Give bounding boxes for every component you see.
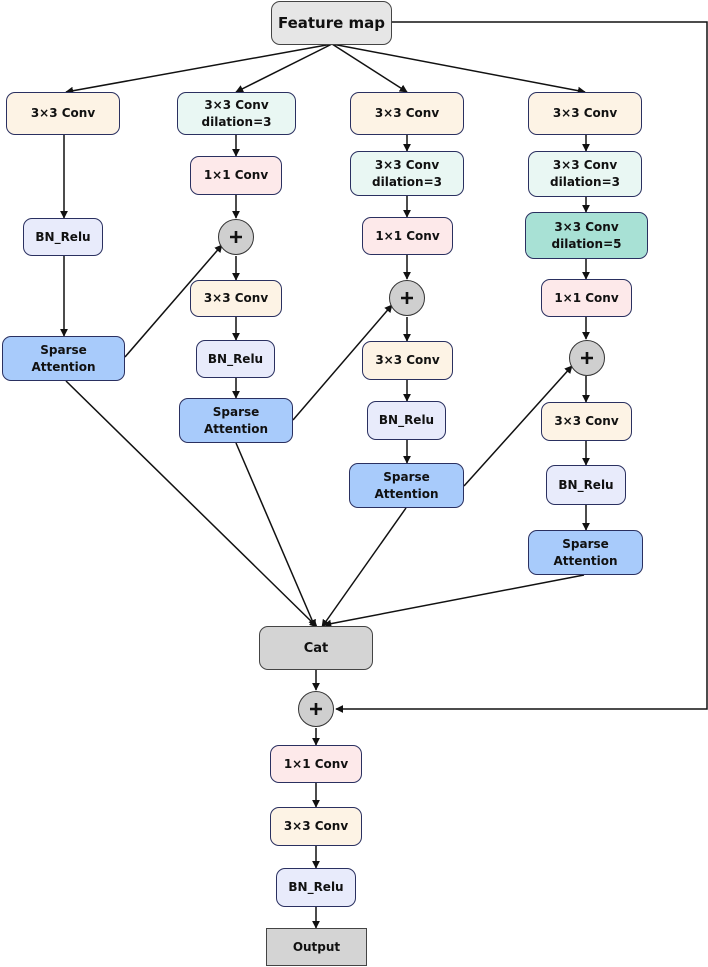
branch2-attention-label: Attention bbox=[203, 421, 269, 436]
branch4-bn-relu-node: BN_Relu bbox=[546, 465, 626, 505]
output-node: Output bbox=[266, 928, 367, 966]
branch4-bn-relu-label: BN_Relu bbox=[558, 477, 614, 492]
branch3-bn-relu-node: BN_Relu bbox=[367, 401, 446, 440]
branch2-dil3-conv-label: 3×3 Conv bbox=[204, 97, 269, 112]
branch4-conv1x1-label: 1×1 Conv bbox=[554, 290, 619, 305]
branch2-conv1x1-node: 1×1 Conv bbox=[190, 156, 282, 195]
branch3-conv3x3-dilation3-node: 3×3 Conv dilation=3 bbox=[350, 151, 464, 196]
branch4-dil5-dilation-label: dilation=5 bbox=[551, 236, 622, 251]
branch4-conv1x1-node: 1×1 Conv bbox=[541, 279, 632, 317]
branch1-bn-relu-label: BN_Relu bbox=[35, 229, 91, 244]
branch3-conv3x3-node: 3×3 Conv bbox=[350, 92, 464, 135]
branch4-conv3x3-dilation3-node: 3×3 Conv dilation=3 bbox=[528, 151, 642, 197]
branch2-bn-relu-label: BN_Relu bbox=[207, 351, 264, 366]
output-label: Output bbox=[292, 939, 341, 954]
cat-label: Cat bbox=[303, 640, 329, 656]
branch4-conv3x3-dilation5-node: 3×3 Conv dilation=5 bbox=[525, 212, 648, 259]
branch2-conv3x3-label: 3×3 Conv bbox=[203, 291, 269, 305]
feature-map-node: Feature map bbox=[271, 1, 392, 45]
branch4-add-node bbox=[569, 340, 605, 376]
branch2-conv3x3-dilation3-node: 3×3 Conv dilation=3 bbox=[177, 92, 296, 135]
branch4-conv3x3-node-b: 3×3 Conv bbox=[541, 402, 632, 441]
branch3-conv1x1-node: 1×1 Conv bbox=[362, 217, 453, 255]
branch3-attention-label: Attention bbox=[374, 486, 439, 501]
branch1-attention-label: Attention bbox=[31, 359, 96, 374]
branch1-conv3x3-node: 3×3 Conv bbox=[6, 92, 120, 135]
branch3-bn-relu-label: BN_Relu bbox=[378, 413, 435, 427]
branch4-conv3x3-label: 3×3 Conv bbox=[552, 106, 618, 120]
branch4-dil5-conv-label: 3×3 Conv bbox=[554, 219, 619, 234]
branch3-conv1x1-label: 1×1 Conv bbox=[375, 228, 440, 243]
branch3-dil3-dilation-label: dilation=3 bbox=[372, 174, 442, 189]
final-bn-relu-label: BN_Relu bbox=[288, 880, 344, 894]
branch4-conv3x3b-label: 3×3 Conv bbox=[554, 414, 619, 428]
plus-icon bbox=[581, 352, 593, 364]
plus-icon bbox=[230, 231, 242, 243]
branch2-dil3-dilation-label: dilation=3 bbox=[201, 114, 272, 129]
branch1-bn-relu-node: BN_Relu bbox=[23, 218, 103, 256]
branch4-dil3-dilation-label: dilation=3 bbox=[550, 175, 620, 189]
plus-icon bbox=[401, 292, 413, 304]
feature-map-label: Feature map bbox=[277, 13, 386, 32]
branch4-dil3-conv-label: 3×3 Conv bbox=[552, 158, 618, 172]
branch2-sparse-label: Sparse bbox=[212, 404, 260, 419]
branch2-bn-relu-node: BN_Relu bbox=[196, 340, 275, 378]
final-conv1x1-node: 1×1 Conv bbox=[270, 745, 362, 783]
branch4-sparse-label: Sparse bbox=[562, 536, 609, 551]
branch1-conv3x3-label: 3×3 Conv bbox=[30, 106, 96, 120]
branch4-attention-label: Attention bbox=[553, 553, 618, 568]
branch3-sparse-label: Sparse bbox=[383, 469, 430, 484]
branch3-conv3x3-node-b: 3×3 Conv bbox=[362, 341, 453, 380]
branch2-add-node bbox=[218, 219, 254, 255]
branch4-conv3x3-node: 3×3 Conv bbox=[528, 92, 642, 135]
branch3-add-node bbox=[389, 280, 425, 316]
branch3-conv3x3-label: 3×3 Conv bbox=[374, 106, 440, 120]
final-conv1x1-label: 1×1 Conv bbox=[283, 756, 349, 771]
final-conv3x3-label: 3×3 Conv bbox=[283, 819, 349, 833]
branch1-sparse-label: Sparse bbox=[40, 342, 87, 357]
branch2-conv3x3-node: 3×3 Conv bbox=[190, 280, 282, 317]
cat-node: Cat bbox=[259, 626, 373, 670]
branch3-dil3-conv-label: 3×3 Conv bbox=[374, 157, 440, 172]
final-add-node bbox=[298, 691, 334, 727]
final-bn-relu-node: BN_Relu bbox=[276, 868, 356, 907]
plus-icon bbox=[310, 703, 322, 715]
final-conv3x3-node: 3×3 Conv bbox=[270, 807, 362, 846]
branch3-conv3x3b-label: 3×3 Conv bbox=[375, 353, 440, 367]
branch2-conv1x1-label: 1×1 Conv bbox=[203, 168, 269, 182]
